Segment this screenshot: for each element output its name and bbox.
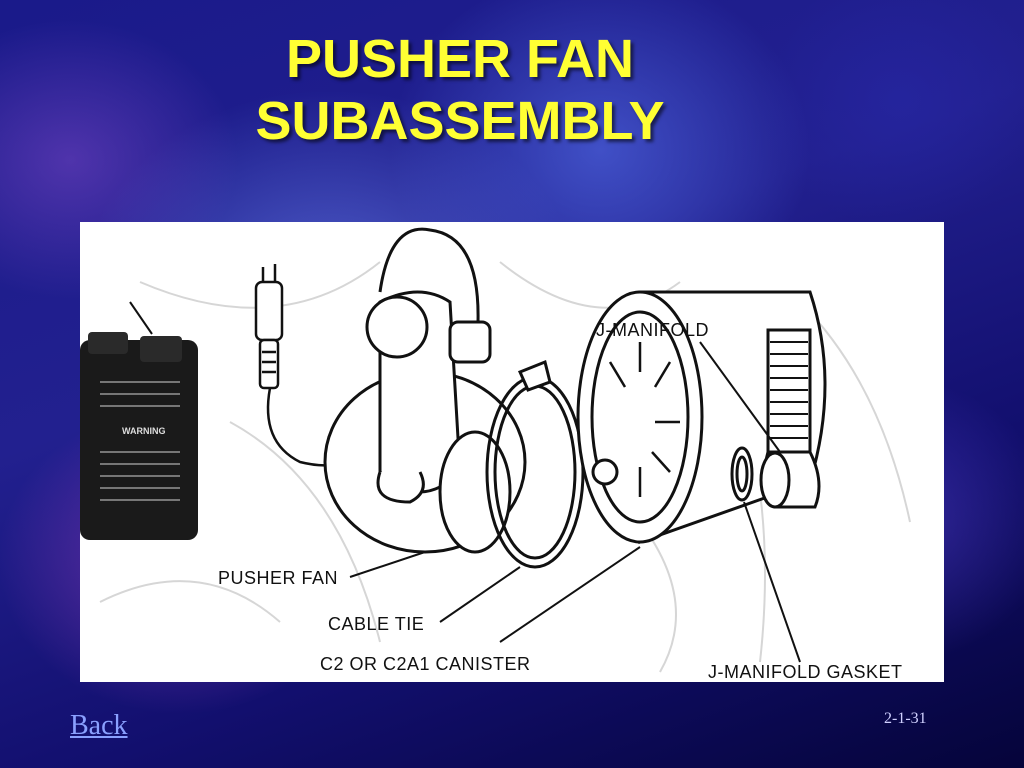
title-line-1: PUSHER FAN xyxy=(285,29,635,89)
j-manifold xyxy=(759,328,821,509)
label-j-manifold-gasket: J-MANIFOLD GASKET xyxy=(708,662,903,682)
battery: WARNING xyxy=(80,301,198,540)
slide-title: PUSHER FAN SUBASSEMBLY xyxy=(0,28,920,152)
power-plug xyxy=(254,264,361,467)
label-canister: C2 OR C2A1 CANISTER xyxy=(320,654,531,674)
j-manifold-gasket xyxy=(730,446,754,502)
label-pusher-fan: PUSHER FAN xyxy=(218,568,339,588)
title-line-2: SUBASSEMBLY xyxy=(255,91,665,151)
back-link[interactable]: Back xyxy=(70,710,128,741)
fan-cord xyxy=(378,227,480,323)
slide-number: 2-1-31 xyxy=(884,710,927,727)
label-cable-tie: CABLE TIE xyxy=(328,614,425,634)
pusher-fan xyxy=(323,290,527,554)
leader-lines xyxy=(349,341,801,663)
diagram-drawing: WARNING xyxy=(80,227,911,673)
label-j-manifold: J-MANIFOLD xyxy=(596,320,709,340)
pusher-fan-diagram: WARNING xyxy=(80,222,944,682)
battery-warning-text: WARNING xyxy=(122,426,166,436)
